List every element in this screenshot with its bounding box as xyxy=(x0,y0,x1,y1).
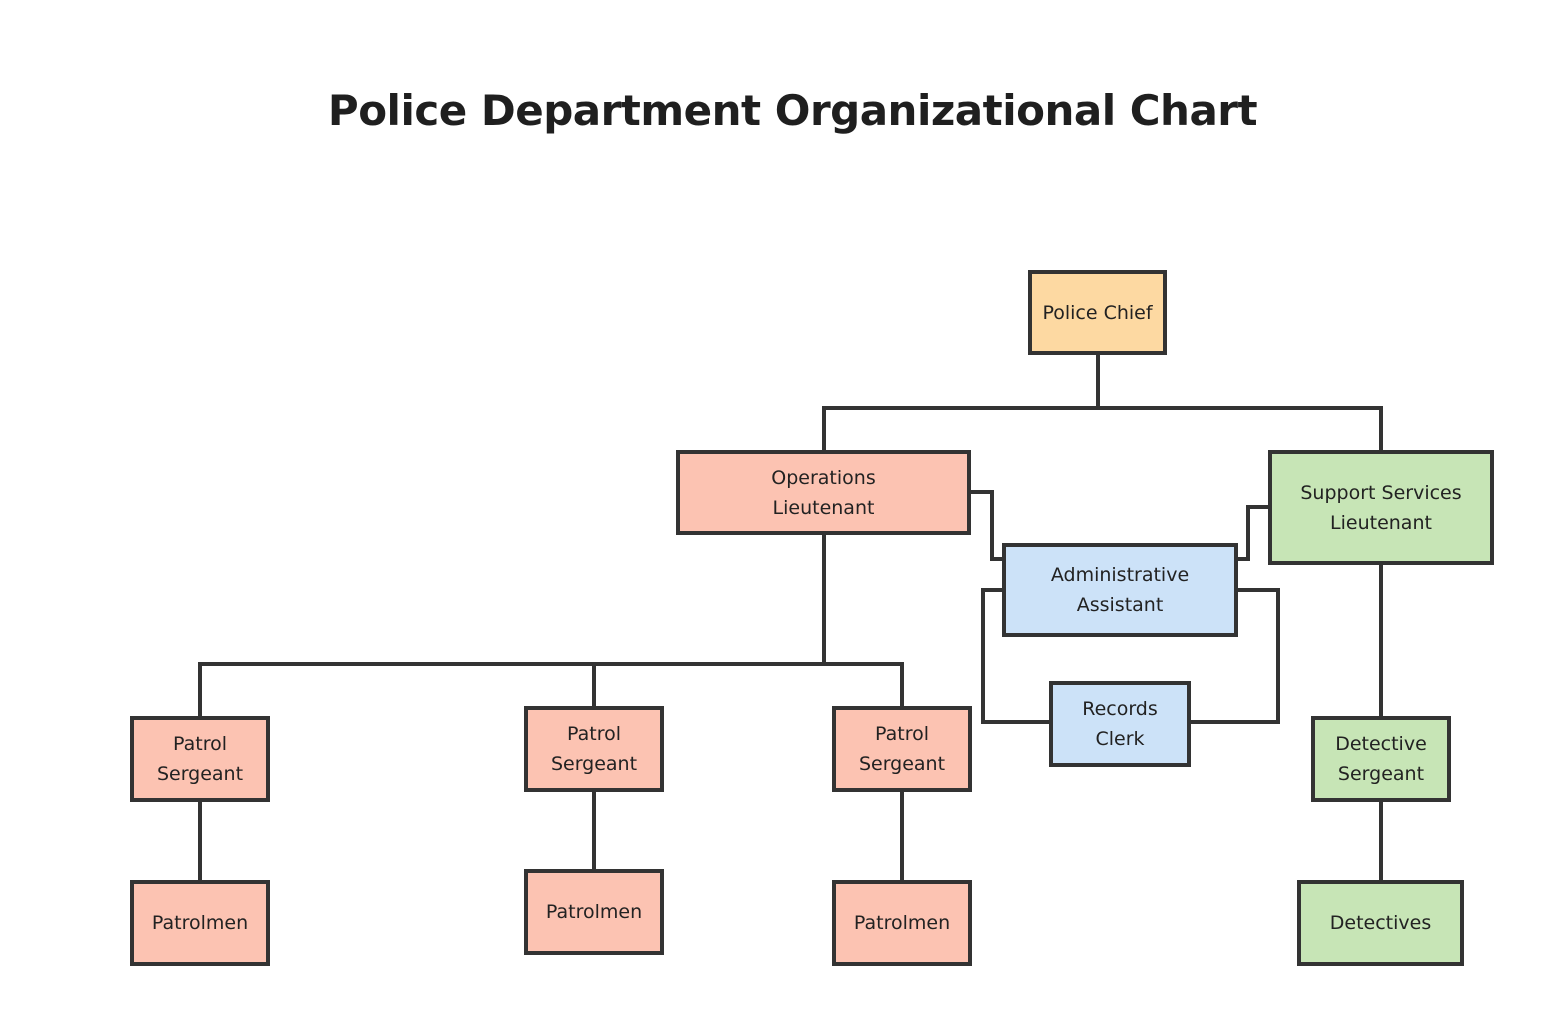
node-patrolmen-1: Patrolmen xyxy=(130,880,270,966)
node-records-clerk: Records Clerk xyxy=(1049,681,1191,767)
node-patrol-sergeant-2: Patrol Sergeant xyxy=(524,706,664,792)
node-patrol-sergeant-3: Patrol Sergeant xyxy=(832,706,972,792)
node-detectives: Detectives xyxy=(1297,880,1464,966)
connector-admin-to-records-left xyxy=(981,588,1051,724)
connector-chief-to-support xyxy=(1098,406,1383,451)
connector-chief-to-operations xyxy=(822,354,1100,452)
node-police-chief: Police Chief xyxy=(1028,270,1167,355)
page-title: Police Department Organizational Chart xyxy=(327,86,1258,135)
connector-admin-to-records-right xyxy=(1189,588,1280,724)
connector-support-to-admin xyxy=(1236,505,1270,561)
node-patrol-sergeant-1: Patrol Sergeant xyxy=(130,716,270,802)
node-patrolmen-3: Patrolmen xyxy=(832,880,972,966)
connector-sergeant-bus xyxy=(198,662,904,718)
connector-operations-to-admin xyxy=(969,490,1004,561)
node-patrolmen-2: Patrolmen xyxy=(524,869,664,955)
node-administrative-assistant: Administrative Assistant xyxy=(1002,543,1238,637)
node-operations-lieutenant: Operations Lieutenant xyxy=(676,450,971,535)
node-detective-sergeant: Detective Sergeant xyxy=(1311,716,1451,802)
node-support-services-lieutenant: Support Services Lieutenant xyxy=(1268,450,1494,565)
